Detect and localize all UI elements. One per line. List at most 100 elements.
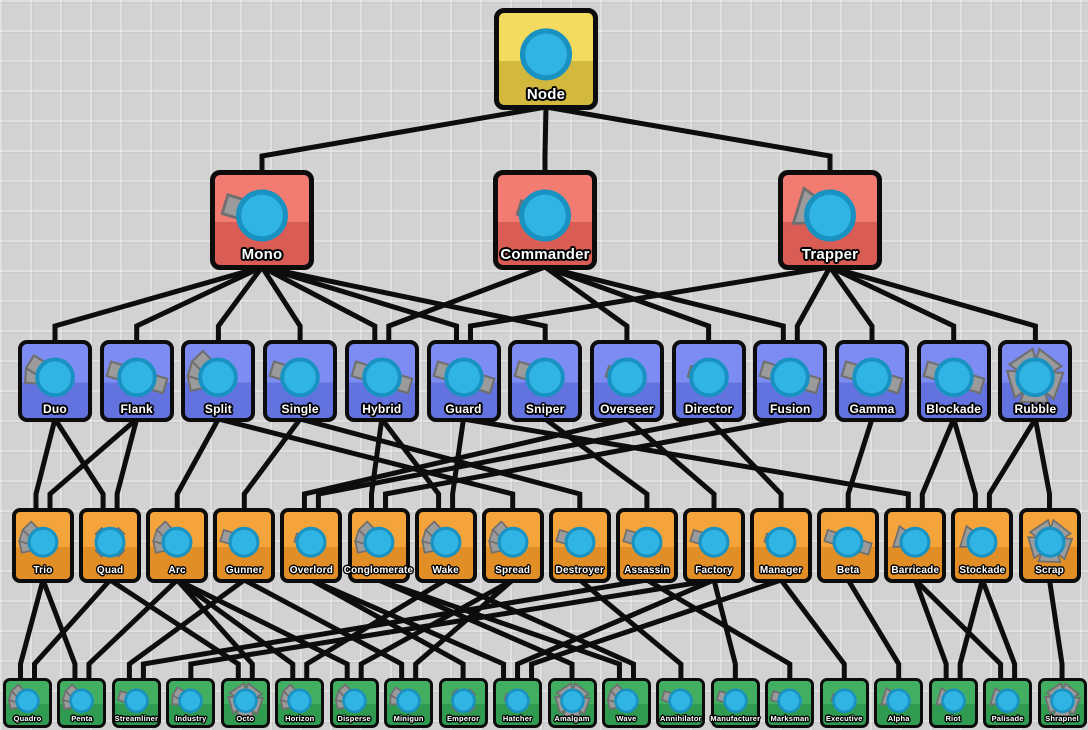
tree-node-executive[interactable]: Executive bbox=[819, 678, 869, 728]
tank-name-label: Quadro bbox=[13, 713, 42, 723]
upgrade-connection-line bbox=[386, 264, 546, 346]
upgrade-connection-line bbox=[310, 577, 507, 684]
tank-name-label: Streamliner bbox=[114, 713, 159, 723]
tree-node-gunner[interactable]: Gunner bbox=[213, 508, 276, 583]
tree-node-rubble[interactable]: Rubble bbox=[998, 340, 1073, 422]
tree-node-quadro[interactable]: Quadro bbox=[3, 678, 52, 728]
tank-name-label: Manager bbox=[759, 565, 803, 576]
upgrade-connection-line bbox=[957, 579, 985, 684]
upgrade-connection-line bbox=[52, 264, 263, 346]
tree-node-node[interactable]: Node bbox=[494, 8, 598, 110]
tree-node-factory[interactable]: Factory bbox=[683, 508, 745, 583]
upgrade-connection-line bbox=[706, 417, 784, 514]
upgrade-connection-line bbox=[215, 265, 265, 346]
tree-node-gamma[interactable]: Gamma bbox=[835, 340, 909, 422]
tank-name-label: Mono bbox=[241, 246, 283, 263]
upgrade-connection-line bbox=[545, 104, 833, 176]
tank-name-label: Assassin bbox=[624, 565, 670, 576]
tree-node-streamliner[interactable]: Streamliner bbox=[111, 678, 161, 728]
upgrade-connection-line bbox=[846, 578, 902, 684]
tree-node-industry[interactable]: Industry bbox=[166, 678, 216, 728]
tree-node-beta[interactable]: Beta bbox=[817, 508, 880, 583]
upgrade-connection-line bbox=[299, 416, 583, 514]
tree-node-hybrid[interactable]: Hybrid bbox=[344, 340, 419, 422]
tree-node-riot[interactable]: Riot bbox=[928, 678, 978, 728]
upgrade-connection-line bbox=[134, 264, 264, 346]
upgrade-connection-line bbox=[542, 106, 549, 176]
tree-node-fusion[interactable]: Fusion bbox=[753, 340, 828, 422]
tank-name-label: Node bbox=[526, 86, 566, 103]
tree-node-overlord[interactable]: Overlord bbox=[280, 508, 343, 583]
tree-node-stockade[interactable]: Stockade bbox=[951, 508, 1014, 583]
tree-node-hatcher[interactable]: Hatcher bbox=[493, 678, 543, 728]
tree-node-trapper[interactable]: Trapper bbox=[778, 170, 882, 270]
tank-name-label: Sniper bbox=[525, 402, 565, 416]
tree-node-trio[interactable]: Trio bbox=[12, 508, 74, 583]
tree-node-wake[interactable]: Wake bbox=[414, 508, 477, 583]
tree-node-assassin[interactable]: Assassin bbox=[615, 508, 678, 583]
tank-name-label: Hybrid bbox=[362, 402, 402, 416]
tree-node-split[interactable]: Split bbox=[181, 340, 256, 422]
upgrade-connection-line bbox=[951, 418, 978, 514]
tree-node-marksman[interactable]: Marksman bbox=[765, 678, 815, 728]
upgrade-connection-line bbox=[625, 417, 717, 514]
tree-node-annihilator[interactable]: Annihilator bbox=[656, 678, 706, 728]
tree-node-barricade[interactable]: Barricade bbox=[884, 508, 947, 583]
upgrade-connection-line bbox=[217, 416, 516, 514]
upgrade-connection-line bbox=[114, 418, 140, 514]
tank-name-label: Director bbox=[684, 402, 733, 416]
upgrade-connection-line bbox=[463, 416, 911, 514]
tank-name-label: Palisade bbox=[991, 713, 1024, 723]
tree-node-commander[interactable]: Commander bbox=[493, 170, 597, 270]
tree-node-palisade[interactable]: Palisade bbox=[983, 678, 1033, 728]
tree-node-manufacturer[interactable]: Manufacturer bbox=[710, 678, 760, 728]
tree-node-minigun[interactable]: Minigun bbox=[384, 678, 434, 728]
tank-name-label: Disperse bbox=[337, 713, 371, 723]
upgrade-connection-line bbox=[919, 418, 957, 514]
tank-name-label: Guard bbox=[445, 402, 482, 416]
upgrade-connection-line bbox=[259, 265, 303, 346]
upgrade-connection-line bbox=[259, 104, 547, 176]
tank-name-label: Quad bbox=[96, 565, 124, 576]
tree-node-duo[interactable]: Duo bbox=[18, 340, 92, 422]
tank-name-label: Marksman bbox=[770, 713, 810, 723]
tree-node-mono[interactable]: Mono bbox=[210, 170, 314, 270]
upgrade-connection-line bbox=[845, 418, 875, 514]
tank-name-label: Gunner bbox=[225, 565, 263, 576]
tree-node-overseer[interactable]: Overseer bbox=[589, 340, 664, 422]
tree-node-horizon[interactable]: Horizon bbox=[275, 678, 325, 728]
tree-node-emperor[interactable]: Emperor bbox=[438, 678, 488, 728]
tree-node-director[interactable]: Director bbox=[671, 340, 746, 422]
tree-node-blockade[interactable]: Blockade bbox=[916, 340, 991, 422]
tree-node-guard[interactable]: Guard bbox=[426, 340, 501, 422]
tree-node-single[interactable]: Single bbox=[263, 340, 338, 422]
tree-node-spread[interactable]: Spread bbox=[481, 508, 544, 583]
tree-node-manager[interactable]: Manager bbox=[750, 508, 813, 583]
tree-node-conglomerate[interactable]: Conglomerate bbox=[344, 508, 413, 583]
tree-node-shrapnel[interactable]: Shrapnel bbox=[1037, 678, 1087, 728]
upgrade-connection-line bbox=[32, 578, 112, 684]
upgrade-connection-line bbox=[1047, 579, 1065, 684]
tree-node-sniper[interactable]: Sniper bbox=[508, 340, 583, 422]
upgrade-connection-line bbox=[1032, 418, 1052, 514]
tree-node-scrap[interactable]: Scrap bbox=[1018, 508, 1081, 583]
tree-node-wave[interactable]: Wave bbox=[601, 678, 651, 728]
tank-name-label: Factory bbox=[695, 565, 733, 576]
upgrade-connection-line bbox=[52, 417, 106, 514]
tank-name-label: Octo bbox=[236, 713, 255, 723]
tree-node-amalgam[interactable]: Amalgam bbox=[547, 678, 597, 728]
tree-node-disperse[interactable]: Disperse bbox=[329, 678, 379, 728]
tree-node-flank[interactable]: Flank bbox=[99, 340, 174, 422]
tree-node-octo[interactable]: Octo bbox=[220, 678, 270, 728]
tree-node-destroyer[interactable]: Destroyer bbox=[548, 508, 611, 583]
upgrade-connection-line bbox=[711, 579, 738, 684]
tree-node-penta[interactable]: Penta bbox=[57, 678, 107, 728]
tree-node-arc[interactable]: Arc bbox=[146, 508, 209, 583]
upgrade-connection-line bbox=[304, 577, 447, 684]
tree-node-quad[interactable]: Quad bbox=[79, 508, 142, 583]
tree-node-alpha[interactable]: Alpha bbox=[874, 678, 924, 728]
upgrade-connection-line bbox=[315, 416, 710, 514]
upgrade-connection-line bbox=[369, 418, 385, 514]
upgrade-connection-line bbox=[243, 577, 405, 684]
tank-name-label: Duo bbox=[43, 402, 67, 416]
